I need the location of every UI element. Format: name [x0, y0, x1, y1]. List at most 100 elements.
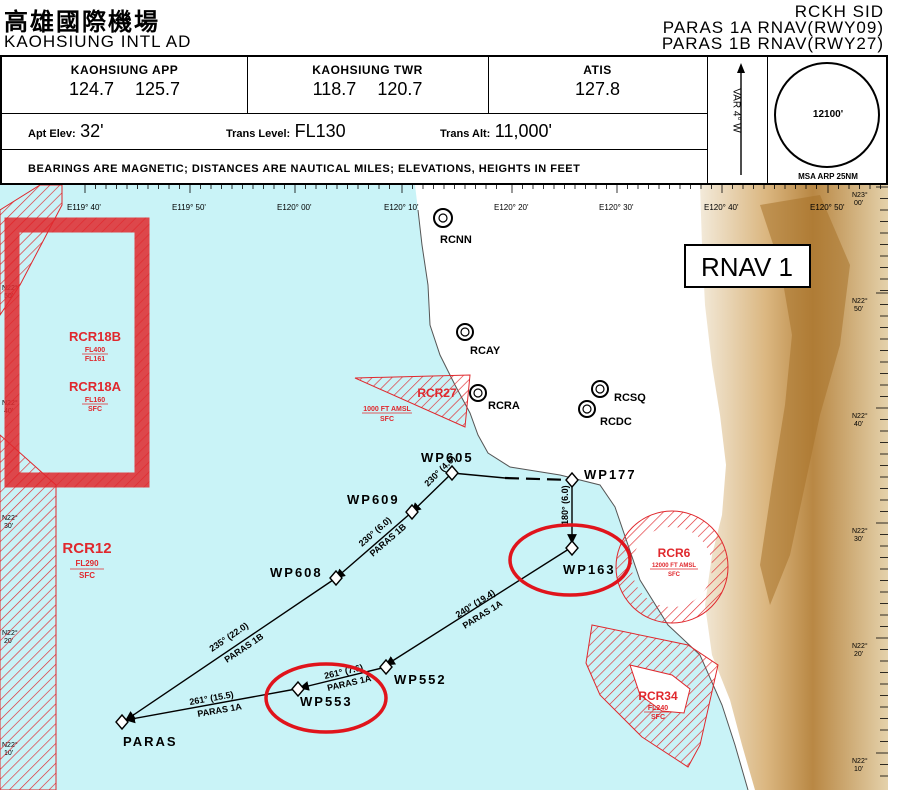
longitude-tick-label: E120° 20' — [494, 203, 529, 212]
waypoint-wp163[interactable] — [565, 539, 579, 557]
approach-freqs: 124.7 125.7 — [68, 79, 181, 99]
area-upper-rcr18a: FL160 — [85, 397, 105, 404]
navaid-label: RCNN — [440, 234, 472, 246]
area-name-rcr18a: RCR18A — [69, 379, 122, 394]
navaid-rcdc[interactable]: RCDC — [578, 400, 632, 428]
area-name-rcr18b: RCR18B — [69, 329, 121, 344]
area-name-rcr34: RCR34 — [638, 689, 678, 703]
approach-name: KAOHSIUNG APP — [70, 63, 179, 77]
area-name-rcr6: RCR6 — [658, 546, 691, 560]
highlight-wp163 — [508, 523, 632, 597]
navaid-label: RCRA — [488, 400, 520, 412]
elevation-label: Apt Elev: — [28, 128, 76, 140]
sid-routes — [125, 472, 577, 724]
area-lower-rcr27: SFC — [380, 416, 394, 423]
area-lower-rcr12: SFC — [79, 571, 95, 580]
transition-level: Trans Level: FL130 — [226, 121, 346, 142]
airport-name: KAOHSIUNG INTL AD — [4, 32, 192, 51]
waypoint-wp553[interactable] — [291, 680, 305, 698]
area-upper-rcr6: 12000 FT AMSL — [652, 563, 696, 569]
transition-level-label: Trans Level: — [226, 128, 291, 140]
msa-circle — [774, 62, 880, 168]
area-name-rcr27: RCR27 — [417, 386, 457, 400]
area-lower-rcr18b: FL161 — [85, 356, 105, 363]
waypoint-labels: WP605 WP177 WP609 WP163 WP608 WP552 WP55… — [123, 450, 637, 749]
longitude-tick-label: E120° 00' — [277, 203, 312, 212]
restricted-area-rcr12 — [0, 434, 57, 790]
waypoint-wp177[interactable] — [565, 471, 579, 489]
longitude-tick-label: E119° 40' — [67, 203, 101, 212]
chart-map: E119° 40' E119° 50' E120° 00' E120° 10' E120… — [0, 185, 888, 790]
waypoint-wp552[interactable] — [379, 658, 393, 676]
navaid-rcay[interactable]: RCAY — [456, 323, 501, 357]
magnetic-variation: VAR 4° W — [730, 88, 742, 133]
waypoint-label: PARAS — [123, 734, 178, 749]
tower-frequency: KAOHSIUNG TWR 118.7 120.7 — [247, 63, 488, 100]
area-upper-rcr18b: FL400 — [85, 347, 105, 354]
rnav-spec: RNAV 1 — [701, 252, 793, 282]
approach-frequency: KAOHSIUNG APP 124.7 125.7 — [2, 63, 247, 100]
info-box: KAOHSIUNG APP 124.7 125.7 KAOHSIUNG TWR … — [0, 55, 888, 185]
waypoint-label: WP177 — [584, 467, 637, 482]
restricted-area-labels: RCR18B FL400 FL161 RCR18A FL160 SFC RCR1… — [62, 329, 698, 721]
navaid-label: RCSQ — [614, 392, 646, 404]
atis-frequency: ATIS 127.8 — [488, 63, 707, 100]
waypoint-symbols — [115, 464, 579, 731]
longitude-scale: E119° 40' E119° 50' E120° 00' E120° 10' E120… — [67, 185, 881, 212]
area-lower-rcr6: SFC — [668, 572, 681, 578]
area-lower-rcr34: SFC — [651, 714, 665, 721]
area-upper-rcr27: 1000 FT AMSL — [363, 406, 411, 413]
waypoint-label: WP605 — [421, 450, 474, 465]
area-name-rcr12: RCR12 — [62, 540, 111, 557]
chart-id: RCKH SID — [794, 2, 884, 21]
longitude-tick-label: E120° 10' — [384, 203, 419, 212]
restricted-area-rcr27 — [354, 374, 471, 428]
highlight-wp553 — [264, 662, 388, 734]
waypoint-label: WP608 — [270, 565, 323, 580]
waypoint-wp609[interactable] — [405, 503, 419, 521]
latitude-tick-label: N22°20' — [852, 642, 868, 658]
area-lower-rcr18a: SFC — [88, 406, 102, 413]
transition-altitude-value: 11,000' — [494, 121, 552, 141]
transition-altitude-label: Trans Alt: — [440, 128, 491, 140]
airport-name-chinese: 高雄國際機場 — [4, 7, 160, 36]
restricted-area-rcr12-north — [0, 185, 63, 316]
waypoint-label: WP163 — [563, 562, 616, 577]
navaid-rcsq[interactable]: RCSQ — [591, 380, 646, 404]
waypoint-paras[interactable] — [115, 713, 129, 731]
transition-level-value: FL130 — [294, 121, 346, 141]
latitude-tick-label: N22°50' — [852, 297, 868, 313]
longitude-tick-label: E120° 50' — [810, 203, 845, 212]
msa-caption: MSA ARP 25NM — [798, 172, 858, 181]
latitude-tick-label: N22°30' — [852, 527, 868, 543]
longitude-tick-label: E120° 30' — [599, 203, 634, 212]
navaid-label: RCAY — [470, 345, 501, 357]
leg-4-bearing: 180° (6.0) — [560, 485, 570, 525]
procedure-1b: PARAS 1B RNAV(RWY27) — [661, 34, 884, 53]
longitude-tick-label: E119° 50' — [172, 203, 206, 212]
navaid-rcnn[interactable]: RCNN — [433, 208, 472, 246]
navaid-label: RCDC — [600, 416, 632, 428]
elevation-value: 32' — [80, 121, 104, 141]
restricted-area-rcr18-hatch — [4, 217, 150, 488]
waypoint-label: WP552 — [394, 672, 447, 687]
magnetic-variation-arrow — [737, 63, 745, 175]
navaid-rcra[interactable]: RCRA — [469, 384, 520, 412]
waypoint-label: WP553 — [300, 694, 353, 709]
waypoint-wp605[interactable] — [445, 464, 459, 482]
waypoint-label: WP609 — [347, 492, 400, 507]
rnav-box — [684, 244, 811, 288]
waypoint-wp608[interactable] — [329, 569, 343, 587]
tower-name: KAOHSIUNG TWR — [312, 63, 423, 77]
msa-value: 12100' — [812, 109, 844, 120]
airport-elevation: Apt Elev: 32' — [28, 121, 104, 142]
transition-altitude: Trans Alt: 11,000' — [440, 121, 552, 142]
area-upper-rcr12: FL290 — [75, 559, 99, 568]
atis-name: ATIS — [583, 63, 612, 77]
atis-freq: 127.8 — [574, 79, 621, 99]
tower-freqs: 118.7 120.7 — [312, 79, 423, 99]
latitude-tick-label: N22°10' — [852, 757, 868, 773]
units-note: BEARINGS ARE MAGNETIC; DISTANCES ARE NAU… — [28, 163, 581, 175]
chart-identifier: RCKH SID PARAS 1A RNAV(RWY09) PARAS 1B R… — [661, 2, 884, 53]
longitude-tick-label: E120° 40' — [704, 203, 739, 212]
